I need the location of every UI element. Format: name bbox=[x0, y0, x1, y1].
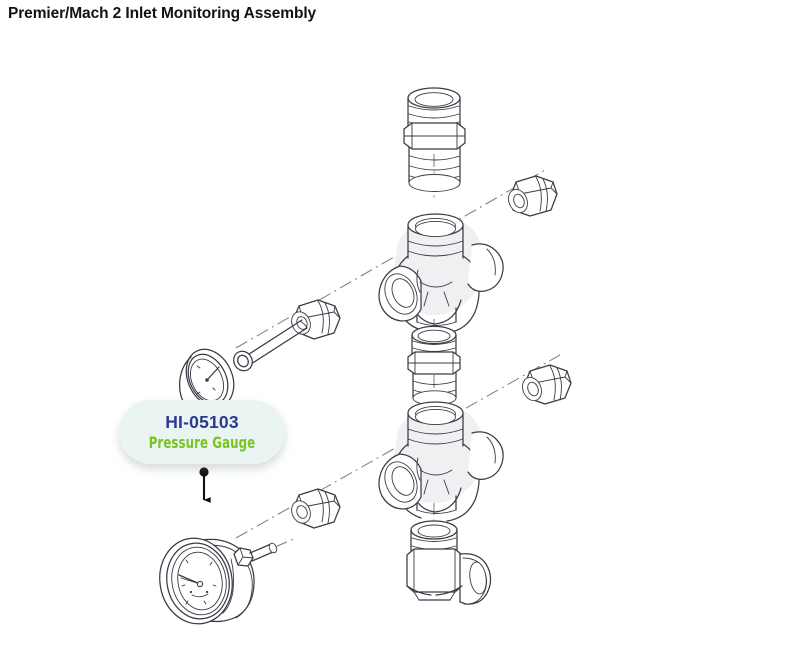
callout-part-number: HI-05103 bbox=[165, 412, 239, 433]
callout-pressure-gauge[interactable]: HI-05103 Pressure Gauge bbox=[119, 400, 285, 464]
bottom-elbow bbox=[406, 520, 492, 605]
callout-pointer-arrow bbox=[199, 467, 211, 503]
diagram-svg: .ln { fill:none; stroke:#3b3b46; stroke-… bbox=[159, 87, 572, 625]
lower-left-hex-bushing bbox=[291, 488, 341, 529]
middle-hex-nipple bbox=[407, 325, 461, 406]
upper-dial-gauge bbox=[179, 319, 308, 408]
exploded-assembly-diagram: .ln { fill:none; stroke:#3b3b46; stroke-… bbox=[0, 30, 800, 671]
lower-cross-body bbox=[378, 401, 504, 522]
upper-right-hex-cap bbox=[508, 175, 558, 217]
upper-cross-body bbox=[378, 213, 504, 334]
lower-right-hex-cap bbox=[522, 364, 572, 405]
top-hex-nipple bbox=[403, 87, 466, 192]
callout-part-name: Pressure Gauge bbox=[148, 433, 256, 453]
pressure-gauge bbox=[159, 537, 297, 625]
page-title: Premier/Mach 2 Inlet Monitoring Assembly bbox=[8, 5, 317, 22]
upper-left-hex-bushing bbox=[291, 299, 341, 340]
